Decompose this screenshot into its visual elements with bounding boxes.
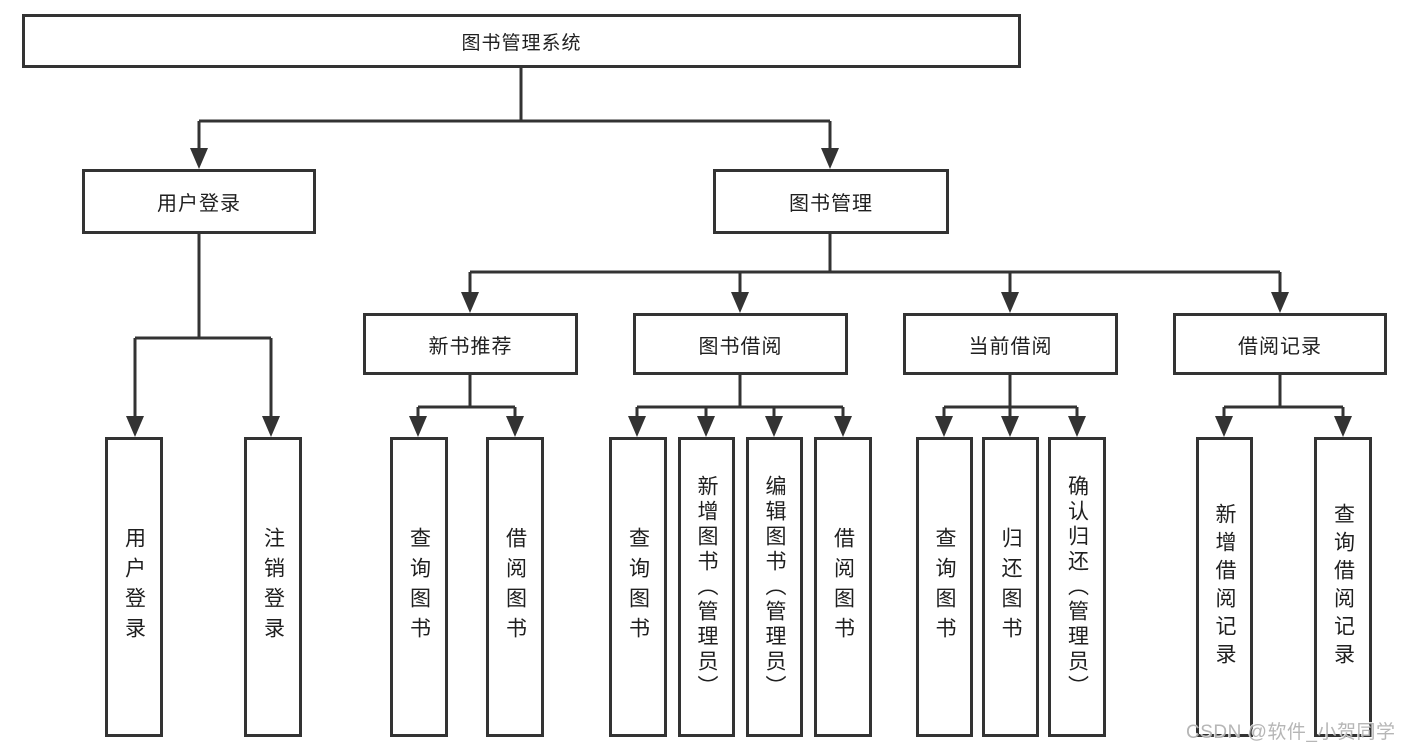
node-book-management: 图书管理 [713,169,949,234]
leaf-return-book: 归还图书 [982,437,1039,737]
node-current-borrow-label: 当前借阅 [968,335,1053,358]
leaf-user-login: 用户登录 [105,437,163,737]
csdn-watermark: CSDN @软件_小贺同学 [1186,722,1396,743]
leaf-logout: 注销登录 [244,437,302,737]
leaf-add-book-admin: 新增图书（管理员） [678,437,735,737]
node-new-book-recommend: 新书推荐 [363,313,578,375]
node-root: 图书管理系统 [22,14,1021,68]
leaf-borrow-books-2: 借阅图书 [814,437,872,737]
leaf-confirm-return-admin: 确认归还（管理员） [1048,437,1106,737]
leaf-add-borrow-record: 新增借阅记录 [1196,437,1253,737]
node-borrow-records: 借阅记录 [1173,313,1387,375]
leaf-confirm-return-admin-label: 确认归还（管理员） [1065,474,1089,700]
leaf-edit-book-admin: 编辑图书（管理员） [746,437,803,737]
leaf-logout-label: 注销登录 [261,527,285,647]
node-book-management-label: 图书管理 [789,193,873,215]
leaf-add-borrow-record-label: 新增借阅记录 [1213,503,1236,671]
node-new-book-recommend-label: 新书推荐 [428,335,513,358]
leaf-query-books-2: 查询图书 [609,437,667,737]
leaf-query-books-1-label: 查询图书 [407,527,431,647]
leaf-query-borrow-record: 查询借阅记录 [1314,437,1372,737]
leaf-query-books-1: 查询图书 [390,437,448,737]
node-current-borrow: 当前借阅 [903,313,1118,375]
leaf-query-books-3-label: 查询图书 [933,527,956,647]
leaf-return-book-label: 归还图书 [999,527,1022,647]
leaf-query-books-3: 查询图书 [916,437,973,737]
leaf-add-book-admin-label: 新增图书（管理员） [695,474,718,700]
node-borrow-records-label: 借阅记录 [1238,335,1322,358]
leaf-query-borrow-record-label: 查询借阅记录 [1331,503,1355,671]
leaf-borrow-books-2-label: 借阅图书 [831,527,855,647]
node-book-borrow: 图书借阅 [633,313,848,375]
node-root-label: 图书管理系统 [461,32,582,54]
node-user-login-label: 用户登录 [157,193,241,215]
leaf-borrow-books-1-label: 借阅图书 [503,527,527,647]
leaf-user-login-label: 用户登录 [122,527,146,647]
leaf-edit-book-admin-label: 编辑图书（管理员） [763,474,786,700]
leaf-query-books-2-label: 查询图书 [626,527,650,647]
node-user-login: 用户登录 [82,169,316,234]
node-book-borrow-label: 图书借阅 [698,335,783,358]
leaf-borrow-books-1: 借阅图书 [486,437,544,737]
